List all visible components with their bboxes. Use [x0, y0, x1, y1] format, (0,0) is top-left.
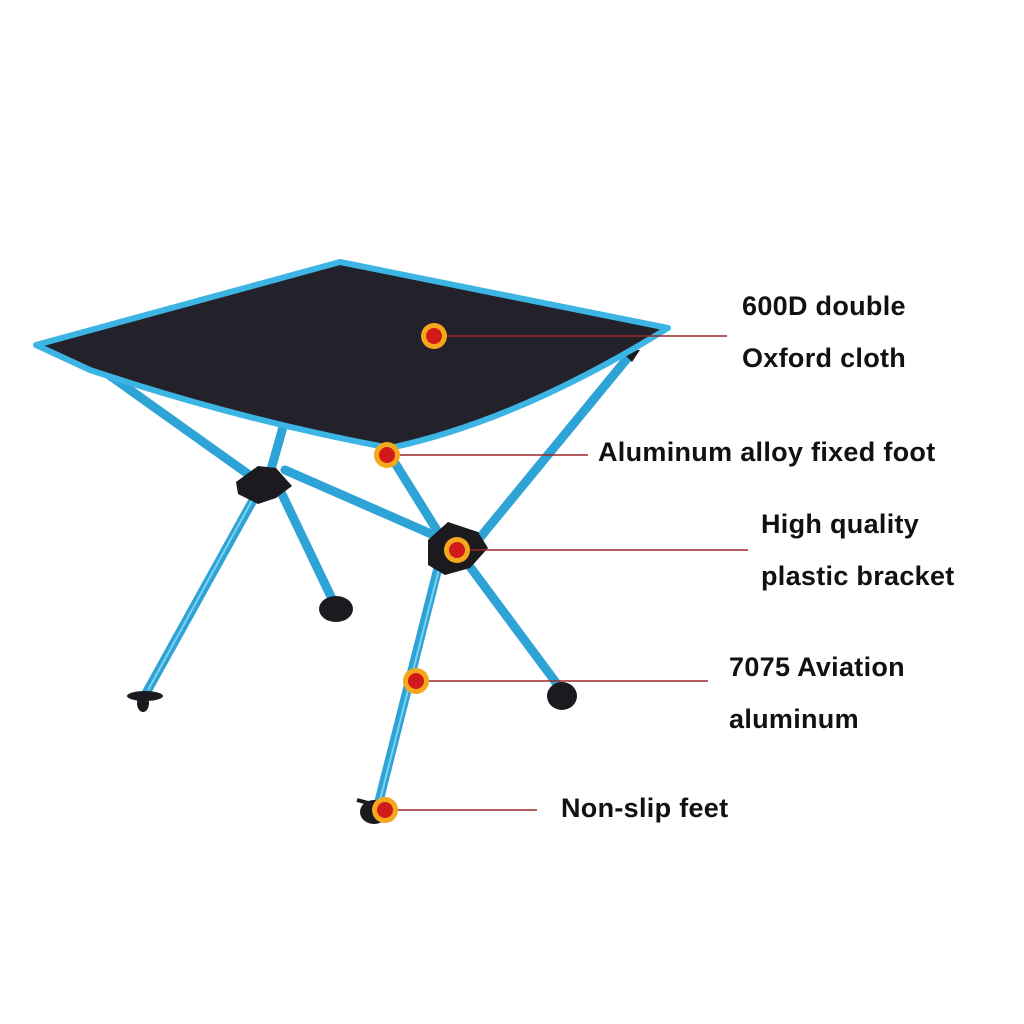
marker-dot: [372, 797, 398, 823]
marker-dot: [444, 537, 470, 563]
leader-lines: [385, 335, 748, 811]
callout-line: Aluminum alloy fixed foot: [598, 437, 936, 467]
callout-line: Oxford cloth: [742, 343, 907, 373]
marker-dot: [421, 323, 447, 349]
callout-bracket: High quality plastic bracket: [761, 498, 955, 602]
callout-line: Non-slip feet: [561, 793, 729, 823]
callout-line: plastic bracket: [761, 561, 955, 591]
marker-dot: [374, 442, 400, 468]
non-slip-feet: [127, 596, 577, 824]
marker-dot: [403, 668, 429, 694]
table-legs: [90, 350, 635, 810]
callout-fixed-foot: Aluminum alloy fixed foot: [598, 426, 936, 478]
callout-feet: Non-slip feet: [561, 782, 728, 834]
callout-line: High quality: [761, 509, 920, 539]
callout-line: 600D double: [742, 291, 906, 321]
callout-line: 7075 Aviation: [729, 652, 905, 682]
callout-line: aluminum: [729, 704, 859, 734]
callout-aluminum: 7075 Aviation aluminum: [729, 641, 905, 745]
callout-fabric: 600D double Oxford cloth: [742, 280, 906, 384]
callout-markers: [372, 323, 470, 823]
